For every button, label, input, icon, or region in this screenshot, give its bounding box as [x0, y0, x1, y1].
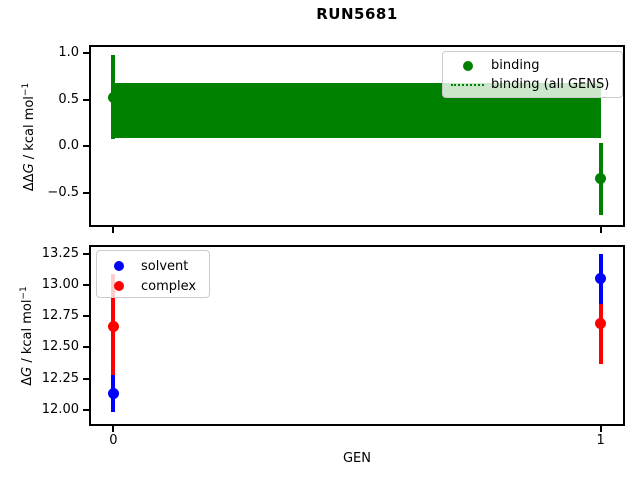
legend-handle: [105, 261, 133, 271]
y-tick-label: 12.25: [41, 370, 79, 386]
y-tick-label: 12.75: [41, 308, 79, 324]
bottom-legend: solvent complex: [96, 250, 210, 298]
y-tick-mark: [83, 315, 89, 318]
legend-label-binding-all-gens: binding (all GENS): [491, 77, 610, 92]
top-legend: binding binding (all GENS): [442, 51, 623, 98]
complex-dot-icon: [114, 281, 124, 291]
top-subplot-frame: [89, 45, 625, 227]
solvent-dot-icon: [114, 261, 124, 271]
solvent-point-gen0: [107, 388, 119, 399]
y-tick-label: 12.00: [41, 401, 79, 417]
y-tick-label: 0.0: [58, 138, 79, 154]
binding-dot-icon: [462, 60, 473, 71]
legend-label-solvent: solvent: [141, 258, 189, 274]
y-tick-label: 1.0: [58, 45, 79, 61]
x-tick-mark: [112, 426, 115, 432]
x-tick-label: 1: [596, 433, 605, 448]
y-tick-mark: [83, 145, 89, 148]
y-tick-mark: [83, 377, 89, 380]
legend-entry-complex: complex: [105, 276, 209, 296]
x-axis-label: GEN: [342, 451, 371, 466]
y-tick-mark: [83, 283, 89, 286]
legend-entry-binding-all-gens: binding (all GENS): [451, 75, 622, 94]
y-tick-mark: [83, 191, 89, 194]
legend-label-binding: binding: [491, 58, 540, 73]
dotted-line-icon: [451, 83, 484, 86]
binding-point-gen1: [595, 173, 607, 185]
x-tick-label: 0: [109, 433, 118, 448]
legend-handle: [451, 83, 484, 86]
legend-label-complex: complex: [141, 278, 197, 294]
figure-title: RUN5681: [316, 5, 398, 23]
legend-entry-binding: binding: [451, 56, 622, 75]
legend-handle: [105, 281, 133, 291]
x-tick-mark: [112, 227, 115, 233]
y-tick-mark: [83, 52, 89, 55]
y-tick-mark: [83, 408, 89, 411]
x-tick-mark: [599, 227, 602, 233]
bottom-subplot-frame: [89, 245, 625, 426]
y-tick-label: 0.5: [58, 91, 79, 107]
x-tick-mark: [599, 426, 602, 432]
y-tick-label: 13.25: [41, 245, 79, 261]
y-tick-label: −0.5: [47, 184, 79, 200]
complex-point-gen0: [107, 320, 119, 332]
y-tick-mark: [83, 346, 89, 349]
complex-point-gen1: [595, 318, 607, 330]
legend-handle: [451, 60, 484, 71]
y-tick-label: 12.50: [41, 339, 79, 355]
legend-entry-solvent: solvent: [105, 256, 209, 276]
y-tick-mark: [83, 252, 89, 255]
y-tick-mark: [83, 98, 89, 101]
solvent-point-gen1: [595, 273, 607, 285]
y-tick-label: 13.00: [41, 276, 79, 292]
binding-point-gen0: [107, 91, 119, 103]
